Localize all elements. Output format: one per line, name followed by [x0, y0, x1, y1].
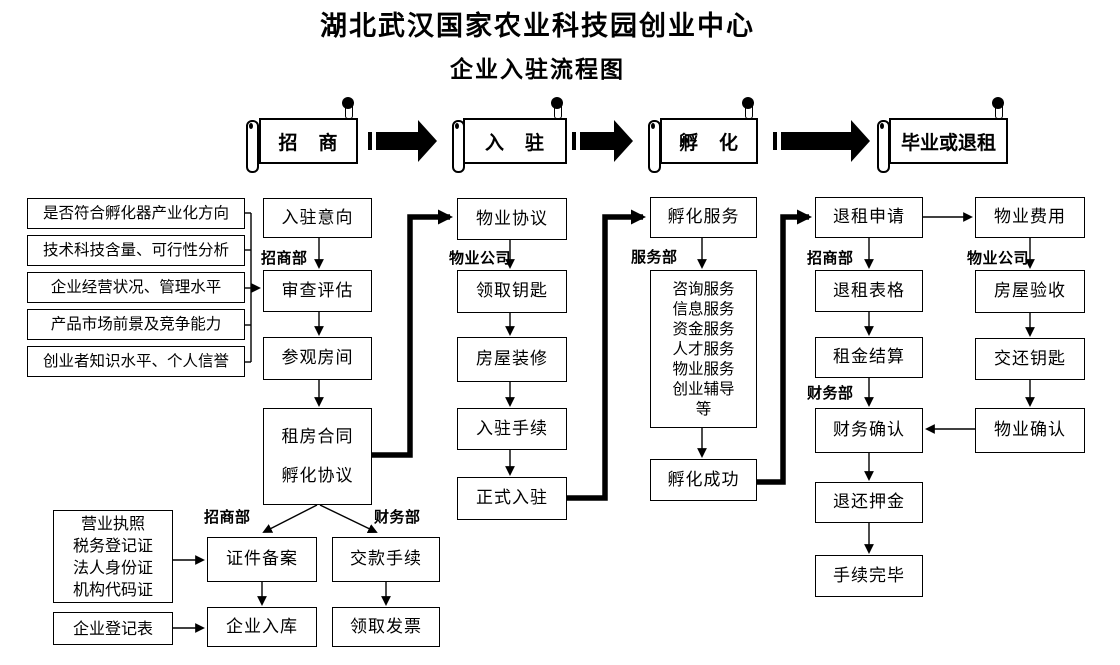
- arrow-tail: [368, 132, 372, 150]
- scroll-knob-icon: [742, 97, 754, 109]
- node-lease-contract-agreement: 租房合同 孵化协议: [263, 408, 372, 505]
- dept-label-fuwu: 服务部: [631, 248, 678, 266]
- doc-item: 法人身份证: [72, 557, 153, 577]
- thin-connectors: [173, 212, 1035, 633]
- scroll-body: 毕业或退租: [889, 118, 1008, 164]
- lease-contract-line: 租房合同: [281, 427, 354, 448]
- phase-banner-ruzhu: 入 驻: [452, 97, 567, 175]
- scroll-body: 招 商: [259, 118, 358, 164]
- arrow-head: [418, 120, 437, 162]
- criteria-box-1: 是否符合孵化器产业化方向: [27, 198, 245, 229]
- service-item: 创业辅导: [672, 380, 735, 398]
- service-item: 咨询服务: [672, 280, 735, 298]
- criteria-box-4: 产品市场前景及竞争能力: [27, 309, 245, 340]
- title-line-1: 湖北武汉国家农业科技园创业中心: [320, 11, 755, 42]
- arrow-shaft: [781, 132, 851, 150]
- arrow-shaft: [376, 132, 418, 150]
- node-exit-form: 退租表格: [815, 270, 923, 312]
- scroll-roll-icon: [877, 120, 890, 173]
- node-return-keys: 交还钥匙: [975, 338, 1085, 380]
- node-incubation-success: 孵化成功: [650, 459, 757, 501]
- node-refund-deposit: 退还押金: [815, 482, 923, 523]
- doc-item: 营业执照: [80, 513, 145, 533]
- node-payment-procedures: 交款手续: [332, 537, 440, 582]
- criteria-box-2: 技术科技含量、可行性分析: [27, 235, 245, 266]
- page-title: 湖北武汉国家农业科技园创业中心 企业入驻流程图: [0, 4, 1075, 84]
- arrow-shaft: [580, 132, 614, 150]
- fat-arrow-icon: [773, 120, 870, 162]
- phase-banner-zhaoshang: 招 商: [246, 97, 358, 175]
- dept-label-zhaoshang-filing: 招商部: [204, 508, 251, 526]
- doc-item: 税务登记证: [72, 535, 153, 555]
- dept-label-wuye-entry: 物业公司: [449, 249, 512, 267]
- criteria-box-3: 企业经营状况、管理水平: [27, 272, 245, 303]
- dept-label-caiwu-exit: 财务部: [807, 384, 854, 402]
- node-receive-keys: 领取钥匙: [457, 270, 567, 313]
- node-incubation-service: 孵化服务: [650, 197, 757, 238]
- scroll-roll-icon: [246, 120, 259, 173]
- phase-banner-biye: 毕业或退租: [877, 97, 1008, 175]
- scroll-knob-icon: [342, 97, 354, 109]
- service-item: 资金服务: [672, 320, 735, 338]
- doc-item: 机构代码证: [72, 579, 153, 599]
- title-line-2: 企业入驻流程图: [450, 56, 625, 83]
- fat-arrow-icon: [368, 120, 437, 162]
- node-rent-settlement: 租金结算: [815, 337, 923, 378]
- arrow-tail: [572, 132, 576, 150]
- node-property-fee: 物业费用: [975, 197, 1085, 238]
- node-house-renovation: 房屋装修: [457, 337, 567, 382]
- node-official-entry: 正式入驻: [457, 477, 567, 520]
- node-review-assess: 审查评估: [263, 270, 372, 312]
- criteria-box-5: 创业者知识水平、个人信誉: [27, 346, 245, 377]
- service-item: 信息服务: [672, 300, 735, 318]
- node-required-documents: 营业执照 税务登记证 法人身份证 机构代码证: [53, 510, 173, 603]
- arrow-head: [851, 120, 870, 162]
- scroll-roll-icon: [452, 120, 465, 173]
- node-company-reg-form: 企业登记表: [53, 612, 173, 645]
- scroll-body: 入 驻: [463, 118, 567, 164]
- node-property-confirm: 物业确认: [975, 408, 1085, 453]
- node-certificate-filing: 证件备案: [207, 537, 317, 582]
- scroll-body: 孵 化: [660, 118, 758, 164]
- arrow-tail: [773, 132, 777, 150]
- service-item: 物业服务: [672, 360, 735, 378]
- thick-connectors: [372, 209, 812, 501]
- node-entry-intent: 入驻意向: [263, 198, 372, 238]
- node-procedures-done: 手续完毕: [815, 555, 923, 597]
- node-company-entry-db: 企业入库: [207, 607, 317, 647]
- service-item: 人才服务: [672, 340, 735, 358]
- dept-label-zhaoshang-exit: 招商部: [807, 249, 854, 267]
- dept-label-wuye-exit: 物业公司: [967, 249, 1030, 267]
- phase-label: 毕业或退租: [900, 131, 996, 154]
- phase-label: 招 商: [278, 131, 339, 154]
- node-finance-confirm: 财务确认: [815, 408, 923, 453]
- node-entry-procedures: 入驻手续: [457, 408, 567, 450]
- scroll-knob-icon: [992, 97, 1004, 109]
- dept-label-zhaoshang-review: 招商部: [261, 249, 308, 267]
- dept-label-caiwu-payment: 财务部: [374, 508, 421, 526]
- scroll-roll-icon: [648, 120, 661, 173]
- phase-banner-fuhua: 孵 化: [648, 97, 758, 175]
- phase-label: 孵 化: [678, 131, 739, 154]
- node-receive-invoice: 领取发票: [332, 607, 440, 647]
- phase-label: 入 驻: [484, 131, 545, 154]
- service-item: 等: [695, 400, 712, 418]
- fat-arrow-icon: [572, 120, 633, 162]
- scroll-knob-icon: [551, 97, 563, 109]
- node-exit-application: 退租申请: [815, 197, 923, 238]
- node-property-agreement: 物业协议: [457, 198, 567, 240]
- node-visit-rooms: 参观房间: [263, 337, 372, 380]
- arrow-head: [614, 120, 633, 162]
- node-incubation-services-list: 咨询服务 信息服务 资金服务 人才服务 物业服务 创业辅导 等: [650, 270, 757, 428]
- node-house-inspection: 房屋验收: [975, 270, 1085, 313]
- incubation-agreement-line: 孵化协议: [281, 465, 354, 486]
